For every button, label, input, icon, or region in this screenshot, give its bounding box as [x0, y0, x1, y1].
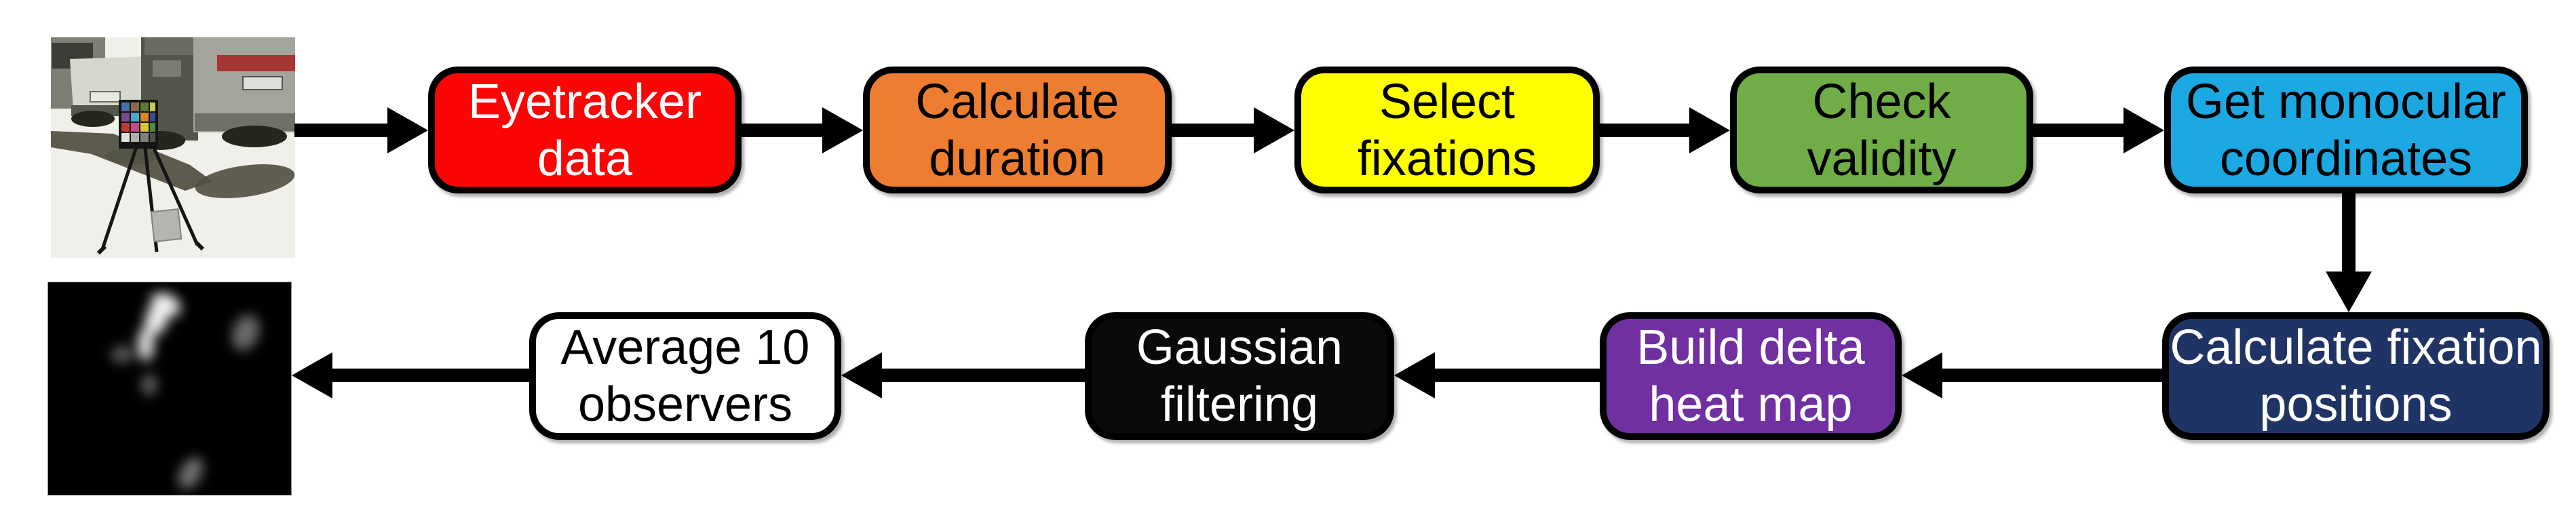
arrow-eyetracker-to-duration — [742, 107, 863, 153]
arrow-positions-to-delta — [1902, 352, 2162, 398]
fixation-heat-map — [47, 282, 292, 495]
arrow-shaft — [1600, 124, 1693, 137]
arrow-head-down-icon — [2326, 272, 2372, 312]
node-gaussian-filtering: Gaussian filtering — [1085, 312, 1394, 440]
fixation-heat-map-graphic — [47, 282, 292, 495]
arrow-validity-to-monocular — [2033, 107, 2164, 153]
node-check-validity: Check validity — [1730, 67, 2033, 193]
arrow-head-left-icon — [292, 352, 332, 398]
arrow-shaft — [1938, 369, 2162, 382]
arrow-stimulus-to-eyetracker — [294, 107, 428, 153]
node-label-line: Eyetracker — [467, 74, 702, 129]
node-label-line: positions — [2259, 377, 2453, 432]
arrow-average-to-heatmap — [292, 352, 529, 398]
node-eyetracker-data: Eyetracker data — [428, 67, 742, 193]
node-label-line: Gaussian — [1136, 320, 1343, 375]
node-calculate-duration: Calculate duration — [863, 67, 1172, 193]
node-label-line: Check — [1812, 74, 1951, 129]
node-calculate-fixation-positions: Calculate fixation positions — [2162, 312, 2550, 440]
node-label-line: Build delta — [1636, 320, 1865, 375]
node-get-monocular-coordinates: Get monocular coordinates — [2164, 67, 2528, 193]
arrow-head-left-icon — [841, 352, 882, 398]
arrow-monocular-to-positions — [2326, 193, 2372, 312]
arrow-shaft — [328, 369, 529, 382]
node-label-line: observers — [577, 377, 793, 432]
arrow-head-right-icon — [1254, 107, 1294, 153]
arrow-head-right-icon — [387, 107, 428, 153]
node-label-line: Get monocular — [2185, 74, 2507, 129]
node-label-line: data — [537, 131, 633, 186]
arrow-shaft — [742, 124, 826, 137]
color-checker-chart — [119, 100, 158, 149]
node-label-line: Select — [1379, 74, 1516, 129]
node-label-line: Calculate — [915, 74, 1119, 129]
node-label-line: duration — [929, 131, 1106, 186]
node-build-delta-heat-map: Build delta heat map — [1600, 312, 1902, 440]
node-average-10-observers: Average 10 observers — [529, 312, 841, 440]
stimulus-photo — [51, 37, 295, 258]
node-label-line: fixations — [1357, 131, 1537, 186]
arrow-head-left-icon — [1394, 352, 1435, 398]
arrow-head-right-icon — [1689, 107, 1730, 153]
arrow-shaft — [294, 124, 391, 137]
arrow-shaft — [1172, 124, 1258, 137]
node-label-line: Calculate fixation — [2170, 320, 2542, 375]
arrow-fixations-to-validity — [1600, 107, 1730, 153]
arrow-shaft — [2033, 124, 2128, 137]
arrow-gaussian-to-average — [841, 352, 1085, 398]
stimulus-photo-graphic — [51, 37, 295, 258]
node-label-line: coordinates — [2219, 131, 2473, 186]
arrow-duration-to-fixations — [1172, 107, 1294, 153]
node-label-line: validity — [1807, 131, 1957, 186]
node-label-line: Average 10 — [560, 320, 810, 375]
arrow-shaft — [2342, 193, 2356, 276]
arrow-delta-to-gaussian — [1394, 352, 1600, 398]
node-select-fixations: Select fixations — [1294, 67, 1600, 193]
arrow-head-right-icon — [2123, 107, 2164, 153]
arrow-shaft — [1431, 369, 1600, 382]
arrow-head-left-icon — [1902, 352, 1942, 398]
node-label-line: filtering — [1160, 377, 1319, 432]
node-label-line: heat map — [1649, 377, 1853, 432]
arrow-head-right-icon — [822, 107, 863, 153]
arrow-shaft — [878, 369, 1085, 382]
